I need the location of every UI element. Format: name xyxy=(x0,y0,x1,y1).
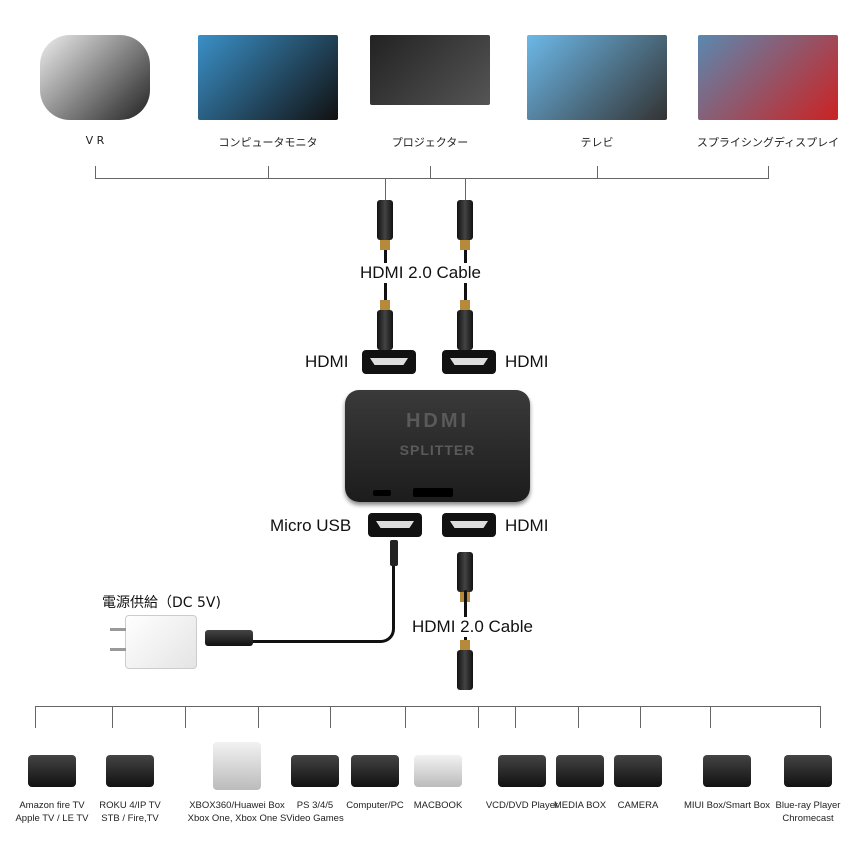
label-line: ROKU 4/IP TV xyxy=(99,800,161,811)
hdmi-port-icon xyxy=(442,350,496,374)
label-line: Video Games xyxy=(286,813,344,824)
streaming-box-icon xyxy=(28,755,76,787)
label-line: MIUI Box/Smart Box xyxy=(683,800,771,811)
source-device-label: MIUI Box/Smart Box xyxy=(684,799,770,812)
splitter-logo: HDMI xyxy=(405,410,470,432)
hdmi-input-port-icon xyxy=(413,488,453,497)
hdmi-plug-icon xyxy=(457,300,473,350)
label-line: VCD/DVD Player xyxy=(485,800,559,811)
power-adapter-icon xyxy=(125,615,197,669)
tv-icon xyxy=(527,35,667,120)
source-device-label: VCD/DVD Player xyxy=(486,799,558,812)
source-bracket-line xyxy=(35,706,821,707)
usb-plug-icon xyxy=(205,630,253,646)
hdmi-in-label: HDMI xyxy=(505,516,549,535)
hdmi-plug-icon xyxy=(457,640,473,690)
label-line: MACBOOK xyxy=(413,800,463,811)
cable-label-top: HDMI 2.0 Cable xyxy=(358,263,483,283)
hdmi-plug-icon xyxy=(377,300,393,350)
bracket-tick xyxy=(112,706,113,728)
micro-usb-port-icon xyxy=(373,490,391,496)
label-line: Amazon fire TV xyxy=(19,800,85,811)
hdmi-out-label-left: HDMI xyxy=(305,352,349,371)
label-line: Blue-ray Player xyxy=(775,800,841,811)
bracket-tick xyxy=(405,706,406,728)
output-device-label: プロジェクター xyxy=(391,136,469,149)
label-line: MEDIA BOX xyxy=(553,800,607,811)
hdmi-port-icon xyxy=(442,513,496,537)
label-line: Chromecast xyxy=(782,813,834,824)
output-device-label: スプライシングディスプレイ xyxy=(696,136,840,149)
cable-label-bottom: HDMI 2.0 Cable xyxy=(410,617,535,637)
roku-icon xyxy=(106,755,154,787)
bracket-tick xyxy=(710,706,711,728)
bracket-tick xyxy=(330,706,331,728)
label-line: XBOX360/Huawei Box xyxy=(189,800,285,811)
video-wall-icon xyxy=(698,35,838,120)
bracket-tick xyxy=(515,706,516,728)
connector-line xyxy=(385,178,386,200)
source-device-label: MACBOOK xyxy=(414,799,463,812)
bracket-tick xyxy=(268,166,269,178)
adapter-prong xyxy=(110,628,126,631)
bracket-tick xyxy=(185,706,186,728)
output-bracket-line xyxy=(95,178,769,179)
label-line: STB / Fire,TV xyxy=(101,813,159,824)
monitor-icon xyxy=(198,35,338,120)
bluray-player-icon xyxy=(784,755,832,787)
camera-icon xyxy=(614,755,662,787)
bracket-tick xyxy=(597,166,598,178)
xbox-icon xyxy=(213,742,261,790)
bracket-tick xyxy=(35,706,36,728)
output-device-label: テレビ xyxy=(580,136,614,149)
bracket-tick xyxy=(430,166,431,178)
label-line: Computer/PC xyxy=(346,800,404,811)
splitter-device: HDMI SPLITTER xyxy=(345,390,530,502)
source-device-label: Amazon fire TV Apple TV / LE TV xyxy=(15,799,88,825)
source-device-label: CAMERA xyxy=(618,799,659,812)
bracket-tick xyxy=(640,706,641,728)
output-device-label: コンピュータモニタ xyxy=(218,136,318,149)
playstation-icon xyxy=(291,755,339,787)
adapter-prong xyxy=(110,648,126,651)
usb-power-cable xyxy=(250,566,395,643)
bracket-tick xyxy=(768,166,769,178)
smart-box-icon xyxy=(703,755,751,787)
hdmi-out-label-right: HDMI xyxy=(505,352,549,371)
hdmi-plug-icon xyxy=(457,200,473,250)
bracket-tick xyxy=(578,706,579,728)
laptop-icon xyxy=(414,755,462,787)
dvd-player-icon xyxy=(498,755,546,787)
projector-icon xyxy=(370,35,490,105)
label-line: CAMERA xyxy=(617,800,659,811)
media-box-icon xyxy=(556,755,604,787)
output-device-label: V R xyxy=(85,134,105,147)
label-line: Xbox One, Xbox One S xyxy=(187,813,287,824)
micro-usb-plug-icon xyxy=(390,540,398,566)
connector-line xyxy=(465,178,466,200)
micro-usb-port-icon xyxy=(368,513,422,537)
bracket-tick xyxy=(478,706,479,728)
micro-usb-label: Micro USB xyxy=(270,516,352,535)
hdmi-plug-icon xyxy=(457,552,473,602)
source-device-label: ROKU 4/IP TV STB / Fire,TV xyxy=(99,799,160,825)
bracket-tick xyxy=(820,706,821,728)
power-label: 電源供給（DC 5V) xyxy=(102,595,221,611)
bracket-tick xyxy=(95,166,96,178)
bracket-tick xyxy=(258,706,259,728)
vr-headset-icon xyxy=(40,35,150,120)
label-line: Apple TV / LE TV xyxy=(15,813,89,824)
computer-icon xyxy=(351,755,399,787)
splitter-name: SPLITTER xyxy=(399,442,476,458)
source-device-label: Computer/PC xyxy=(346,799,404,812)
hdmi-plug-icon xyxy=(377,200,393,250)
label-line: PS 3/4/5 xyxy=(296,800,334,811)
hdmi-port-icon xyxy=(362,350,416,374)
source-device-label: MEDIA BOX xyxy=(554,799,606,812)
